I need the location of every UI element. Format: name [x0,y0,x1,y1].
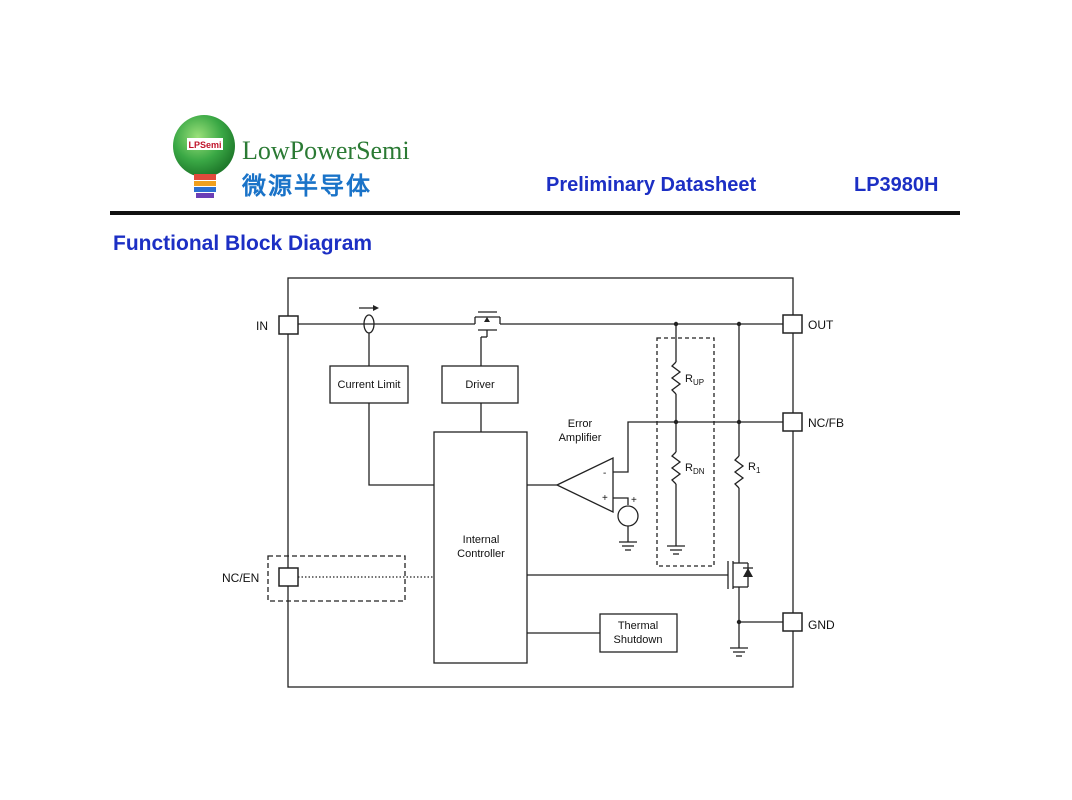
amp-plus-input-label: + [602,493,608,504]
logo-badge-text: LPSemi [188,140,221,150]
logo-base-stripe-4 [196,193,214,198]
pin-nc-en-label: NC/EN [222,571,259,585]
rup-label: RUP [685,373,704,387]
wire-reference-plus [613,497,629,505]
logo-base-stripe-1 [194,174,216,180]
junction-dot [736,321,742,327]
rdn-label: RDN [685,462,705,476]
error-amp-label-1: Error [568,418,593,430]
chip-outline [287,277,794,688]
current-arrow-head [373,305,379,311]
pin-nc-fb-label: NC/FB [808,416,844,430]
lpsemi-logo: LPSemi [173,115,235,198]
pin-gnd [782,612,803,632]
junction-dot [736,419,742,425]
reference-voltage-source [617,505,639,527]
pin-in [278,315,299,335]
discharge-transistor [527,556,753,600]
brand-name-chinese: 微源半导体 [242,173,372,200]
error-amplifier-triangle [555,456,614,514]
resistor-rdn [670,451,682,485]
driver-block [441,365,519,404]
thermal-label-1: Thermal [618,620,658,632]
part-number-label: LP3980H [854,174,939,196]
brand-name-english: LowPowerSemi [242,136,410,165]
r1-label: R1 [748,461,761,475]
wire-current-limit-to-controller [368,403,434,486]
junction-dot [673,419,679,425]
pin-out-label: OUT [808,318,834,332]
resistor-r1 [733,455,745,489]
driver-label: Driver [465,379,495,391]
error-amp-label-2: Amplifier [559,432,602,444]
doc-type-label: Preliminary Datasheet [546,174,757,196]
reference-plus-label: + [631,495,637,506]
header-rule [110,211,960,215]
logo-base-stripe-2 [194,181,216,186]
junction-dot [736,619,742,625]
pin-nc-en [278,567,299,587]
wire-feedback-node [613,421,783,473]
pin-in-label: IN [256,319,268,333]
enable-option-box [267,555,406,602]
feedback-divider-box [656,337,715,567]
pass-transistor [474,311,501,366]
resistor-rup [670,361,682,395]
pin-gnd-label: GND [808,618,835,632]
junction-dot [673,321,679,327]
pass-transistor-diode-mark [484,317,490,322]
thermal-label-2: Shutdown [614,634,663,646]
internal-controller-label-1: Internal [463,534,500,546]
internal-controller-label-2: Controller [457,548,505,560]
pin-nc-fb [782,412,803,432]
logo-base-stripe-3 [194,187,216,192]
amp-minus-input-label: - [603,468,606,479]
discharge-body-diode [743,568,753,577]
section-title: Functional Block Diagram [113,232,373,255]
pin-out [782,314,803,334]
logo-badge-box [187,138,223,150]
current-limit-label: Current Limit [338,379,401,391]
